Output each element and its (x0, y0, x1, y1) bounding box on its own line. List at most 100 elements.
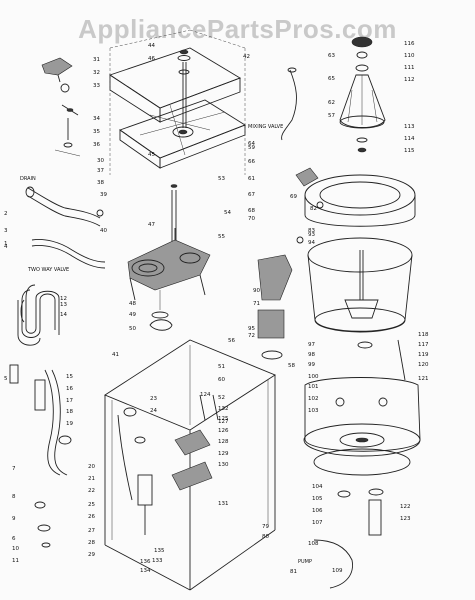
callout-130: 130 (218, 462, 229, 468)
transmission (127, 184, 211, 331)
callout-132: 132 (218, 406, 229, 412)
callout-5: 5 (4, 376, 8, 382)
cabinet (104, 339, 276, 591)
callout-66: 66 (248, 159, 255, 165)
tub-ring (304, 174, 416, 227)
callout-108: 108 (308, 541, 319, 547)
callout-21: 21 (88, 476, 95, 482)
callout-15: 15 (66, 374, 73, 380)
callout-58: 58 (288, 363, 295, 369)
callout-64: 64 (248, 141, 255, 147)
callout-40: 40 (100, 228, 107, 234)
callout-81: 81 (290, 569, 297, 575)
callout-126: 126 (218, 428, 229, 434)
callout-8: 8 (12, 494, 16, 500)
callout-123: 123 (400, 516, 411, 522)
callout-19: 19 (66, 421, 73, 427)
top-left-bracket (41, 57, 81, 157)
callout-35: 35 (93, 129, 100, 135)
callout-46: 46 (148, 56, 155, 62)
callout-23: 23 (150, 396, 157, 402)
callout-26: 26 (88, 514, 95, 520)
callout-60: 60 (218, 377, 225, 383)
callout-94: 94 (308, 240, 315, 246)
callout-56: 56 (228, 338, 235, 344)
callout-95: 95 (248, 326, 255, 332)
callout-49: 49 (129, 312, 136, 318)
callout-41: 41 (112, 352, 119, 358)
callout-29: 29 (88, 552, 95, 558)
right-small-parts (257, 67, 406, 381)
callout-106: 106 (312, 508, 323, 514)
callout-10: 10 (12, 546, 19, 552)
callout-12: 12 (60, 296, 67, 302)
callout-14: 14 (60, 312, 67, 318)
callout-72: 72 (248, 333, 255, 339)
callout-117: 117 (418, 342, 429, 348)
callout-45: 45 (148, 152, 155, 158)
callout-69: 69 (290, 194, 297, 200)
coiled-hose (9, 284, 72, 548)
callout-42: 42 (243, 54, 250, 60)
callout-70: 70 (248, 216, 255, 222)
callout-48: 48 (129, 301, 136, 307)
callout-135: 135 (154, 548, 165, 554)
callout-31: 31 (93, 57, 100, 63)
callout-52: 52 (218, 395, 225, 401)
callout-16: 16 (66, 386, 73, 392)
callout-57: 57 (328, 113, 335, 119)
callout-55: 55 (218, 234, 225, 240)
callout-62: 62 (328, 100, 335, 106)
callout-80: 80 (262, 534, 269, 540)
callout-37: 37 (97, 168, 104, 174)
callout-63: 63 (328, 53, 335, 59)
callout-54: 54 (224, 210, 231, 216)
callout-93: 93 (308, 232, 315, 238)
callout-38: 38 (97, 180, 104, 186)
callout-71: 71 (253, 301, 260, 307)
drain-hoses (25, 186, 106, 269)
callout-127: 127 (218, 419, 229, 425)
callout-79: 79 (262, 524, 269, 530)
callout-4: 4 (4, 244, 8, 250)
callout-3: 3 (4, 228, 8, 234)
callout-97: 97 (308, 342, 315, 348)
callout-124: 124 (200, 392, 211, 398)
callout-104: 104 (312, 484, 323, 490)
callout-18: 18 (66, 409, 73, 415)
callout-133: 133 (152, 558, 163, 564)
label-drain: DRAIN (20, 176, 36, 182)
callout-134: 134 (140, 568, 151, 574)
label-two-way-valve: TWO WAY VALVE (27, 267, 69, 273)
label-mixing-valve: MIXING VALVE (248, 124, 283, 130)
callout-107: 107 (312, 520, 323, 526)
callout-22: 22 (88, 488, 95, 494)
callout-50: 50 (129, 326, 136, 332)
callout-101: 101 (308, 384, 319, 390)
callout-2: 2 (4, 211, 8, 217)
callout-6: 6 (12, 536, 16, 542)
callout-59: 59 (248, 145, 255, 151)
callout-36: 36 (93, 142, 100, 148)
callout-110: 110 (404, 53, 415, 59)
callout-125: 125 (218, 416, 229, 422)
callout-119: 119 (418, 352, 429, 358)
callout-53: 53 (218, 176, 225, 182)
callout-39: 39 (100, 192, 107, 198)
callout-34: 34 (93, 116, 100, 122)
callout-61: 61 (248, 176, 255, 182)
callout-109: 109 (332, 568, 343, 574)
callout-120: 120 (418, 362, 429, 368)
callout-82: 82 (310, 206, 317, 212)
callout-136: 136 (140, 559, 151, 565)
callout-100: 100 (308, 374, 319, 380)
callout-118: 118 (418, 332, 429, 338)
callout-83: 83 (308, 228, 315, 234)
callout-68: 68 (248, 208, 255, 214)
label-pump: PUMP (298, 559, 312, 565)
callout-129: 129 (218, 451, 229, 457)
callout-113: 113 (404, 124, 415, 130)
callout-99: 99 (308, 362, 315, 368)
callout-121: 121 (418, 376, 429, 382)
